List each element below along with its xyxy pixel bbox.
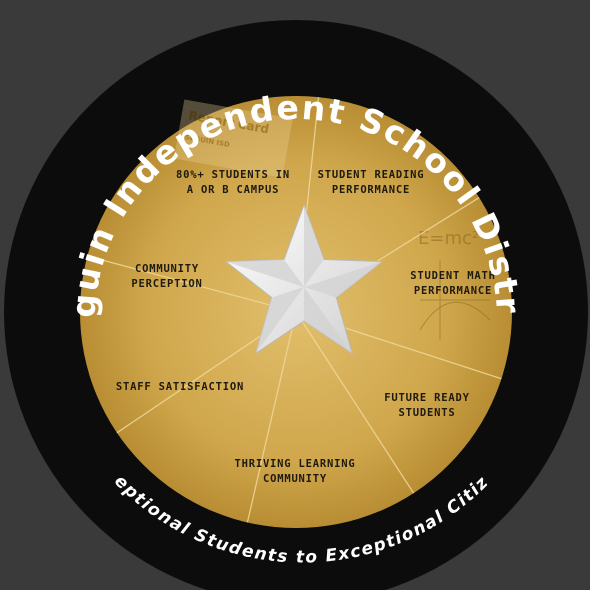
segment-divider-4 — [295, 311, 415, 494]
segment-label-line: COMMUNITY — [263, 473, 327, 485]
segment-label-line: A OR B CAMPUS — [187, 184, 280, 196]
star-icon — [224, 203, 384, 355]
segment-divider-5 — [246, 311, 297, 523]
report-card-photo: Report Card SEGUIN ISD — [173, 99, 293, 178]
segment-label-line: STAFF SATISFACTION — [116, 381, 244, 393]
segment-label-line: PERFORMANCE — [414, 285, 492, 297]
segment-label-future: FUTURE READY STUDENTS — [384, 392, 469, 419]
segment-label-line: STUDENT READING — [318, 169, 425, 181]
segment-label-line: STUDENTS — [399, 407, 456, 419]
formula-text: E=mc² — [418, 228, 479, 249]
segment-label-line: THRIVING LEARNING — [234, 458, 355, 470]
star-facet — [304, 261, 382, 298]
star-facet — [304, 205, 324, 287]
photo-collage: Report Card SEGUIN ISD E=mc² — [173, 99, 491, 340]
math-graph — [419, 260, 491, 340]
segment-label-community: COMMUNITY PERCEPTION — [131, 263, 202, 290]
star-facet — [304, 287, 353, 354]
segment-label-line: STUDENT MATH — [410, 270, 495, 282]
segment-label-line: PERFORMANCE — [332, 184, 410, 196]
segment-label-line: COMMUNITY — [135, 263, 199, 275]
segment-divider-7 — [87, 255, 297, 313]
segment-label-thriving: THRIVING LEARNING COMMUNITY — [234, 458, 355, 485]
segment-labels: 80%+ STUDENTS IN A OR B CAMPUS STUDENT REA… — [116, 169, 495, 485]
segment-label-line: FUTURE READY — [384, 392, 469, 404]
segment-label-campus: 80%+ STUDENTS IN A OR B CAMPUS — [176, 169, 290, 196]
segment-label-line: 80%+ STUDENTS IN — [176, 169, 290, 181]
segment-label-reading: STUDENT READING PERFORMANCE — [318, 169, 425, 196]
segment-label-math: STUDENT MATH PERFORMANCE — [410, 270, 495, 297]
segment-label-line: PERCEPTION — [131, 278, 202, 290]
star-facet — [226, 259, 304, 287]
star-facet — [255, 287, 304, 354]
segment-label-staff: STAFF SATISFACTION — [116, 381, 244, 393]
